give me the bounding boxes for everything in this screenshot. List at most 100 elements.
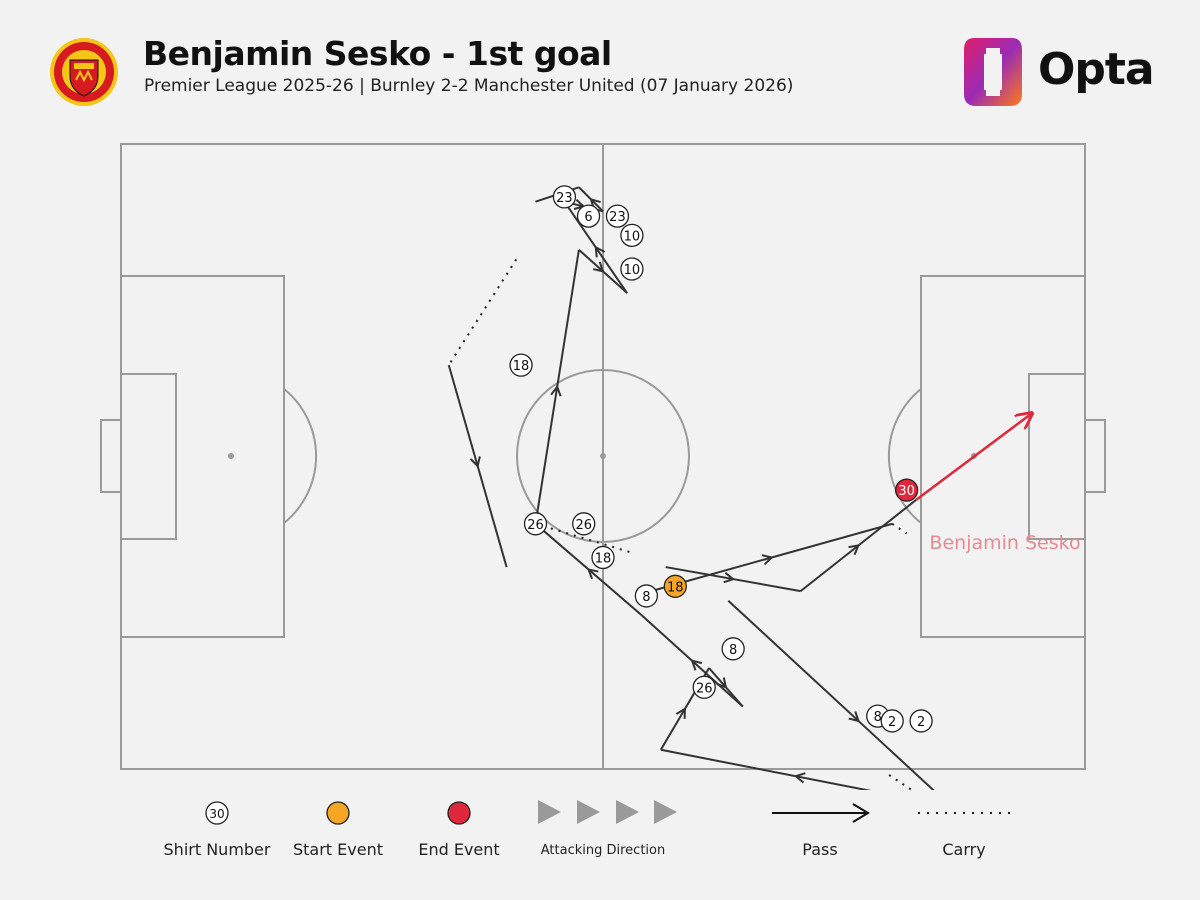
player-circle	[509, 353, 533, 377]
player-marker: 8	[721, 637, 745, 661]
player-marker: 23	[552, 185, 577, 209]
player-circle	[895, 478, 919, 502]
pass-arrowhead	[761, 554, 774, 566]
player-marker: 26	[692, 675, 716, 699]
shirt-number: 26	[527, 518, 544, 533]
legend: 30 Shirt Number Start Event End Event At…	[0, 790, 1200, 890]
player-circle	[692, 675, 716, 699]
shirt-number: 23	[556, 191, 573, 206]
pass-arrowhead	[675, 707, 686, 719]
pass-line	[727, 599, 935, 790]
left-penalty-arc	[283, 388, 318, 524]
pass-arrowhead	[723, 572, 736, 584]
legend-attacking-direction: Attacking Direction	[540, 843, 666, 858]
shirt-number: 8	[642, 590, 650, 605]
player-circle	[523, 512, 548, 536]
right-penalty-arc	[887, 388, 922, 524]
player-circle	[721, 637, 745, 661]
player-marker: 10	[620, 257, 644, 281]
pass-arrowhead	[848, 544, 861, 556]
player-circle	[909, 709, 933, 733]
legend-end-event: End Event	[418, 840, 500, 859]
centre-circle	[516, 369, 690, 543]
shirt-number: 30	[898, 484, 915, 499]
shirt-number: 10	[624, 263, 641, 278]
shirt-number: 18	[595, 551, 612, 566]
right-penalty-area	[920, 275, 1086, 638]
pass-arrowhead	[550, 384, 562, 397]
carry-line	[891, 522, 908, 535]
pass-arrowhead	[469, 456, 481, 469]
player-circle	[572, 512, 596, 536]
right-six-yard-box	[1028, 373, 1086, 540]
pass-arrowhead	[690, 659, 703, 671]
events-layer	[447, 186, 1032, 790]
player-circle	[552, 185, 577, 209]
club-crest-icon	[50, 38, 118, 106]
player-marker: 30	[895, 478, 919, 502]
player-marker: 18	[509, 353, 533, 377]
player-marker: 8	[634, 584, 659, 608]
player-circle	[620, 257, 644, 281]
player-circle	[663, 574, 687, 598]
player-marker: 10	[620, 223, 644, 247]
pass-arrowhead	[594, 245, 606, 258]
player-marker: 18	[591, 545, 615, 570]
legend-graphics: 30	[205, 800, 1010, 825]
shot-arrow	[915, 413, 1032, 501]
left-six-yard-box	[120, 373, 177, 540]
legend-pass-arrow-icon	[772, 803, 870, 823]
legend-shirt-sample: 30	[209, 807, 224, 821]
pass-arrowhead	[593, 261, 605, 273]
player-circle	[576, 204, 601, 228]
attacking-direction-icon	[538, 800, 677, 824]
legend-end-marker	[447, 801, 471, 825]
left-penalty-area	[120, 275, 285, 638]
legend-shirt-marker	[205, 801, 229, 825]
player-marker: 2	[909, 709, 933, 733]
player-circle	[605, 204, 630, 228]
pitch-markings	[100, 143, 1106, 770]
legend-start-event: Start Event	[292, 840, 384, 859]
legend-shirt-number: Shirt Number	[163, 840, 271, 859]
shirt-number: 8	[729, 643, 737, 658]
shirt-number: 2	[917, 715, 925, 730]
carry-line	[447, 258, 518, 366]
shirt-number: 2	[888, 715, 896, 730]
player-marker: 26	[572, 512, 596, 536]
header: Benjamin Sesko - 1st goal Premier League…	[0, 0, 1200, 130]
player-circle	[880, 709, 904, 733]
pass-arrowhead	[586, 568, 599, 580]
player-circle	[634, 584, 659, 608]
right-goal	[1084, 419, 1106, 493]
shirt-number: 8	[874, 710, 882, 725]
shirt-number: 23	[609, 210, 626, 225]
shirt-number: 26	[696, 681, 713, 696]
legend-carry: Carry	[942, 840, 986, 859]
left-goal	[100, 419, 122, 493]
opta-logo-icon	[964, 38, 1022, 106]
brand-name: Opta	[1038, 44, 1155, 95]
player-marker: 23	[605, 204, 630, 228]
page-title: Benjamin Sesko - 1st goal	[143, 34, 612, 73]
player-marker: 6	[576, 204, 601, 228]
brand-logo: Opta	[960, 34, 1160, 114]
centre-spot	[600, 453, 606, 459]
left-penalty-spot	[228, 453, 234, 459]
page-subtitle: Premier League 2025-26 | Burnley 2-2 Man…	[144, 76, 794, 96]
shirt-number: 26	[575, 518, 592, 533]
shirt-number: 18	[513, 359, 530, 374]
carry-line	[535, 522, 633, 554]
pass-arrowhead	[793, 772, 806, 784]
shirt-number: 10	[624, 229, 641, 244]
shirt-number: 6	[584, 210, 592, 225]
player-circle	[620, 223, 644, 247]
legend-start-marker	[326, 801, 350, 825]
legend-pass: Pass	[802, 840, 838, 859]
player-circle	[591, 545, 615, 570]
player-marker: 18	[663, 574, 687, 598]
shirt-number: 18	[667, 580, 684, 595]
scorer-label: Benjamin Sesko	[929, 532, 1080, 554]
